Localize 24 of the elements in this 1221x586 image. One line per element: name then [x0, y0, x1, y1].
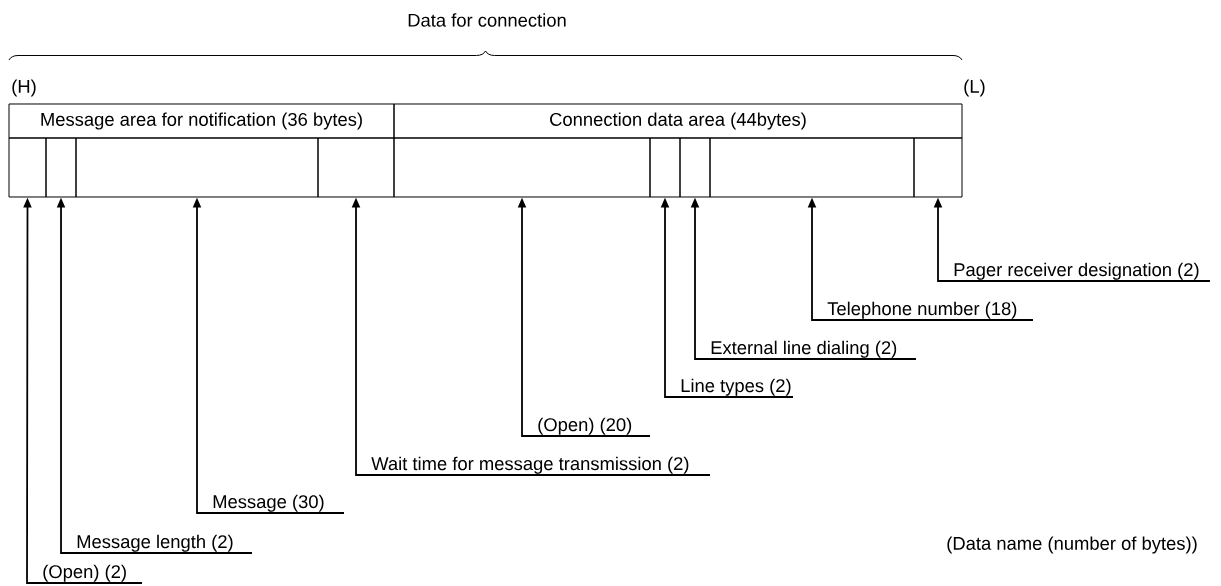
note: (Data name (number of bytes)) [947, 536, 1197, 554]
byte-field-cell [45, 137, 77, 198]
field-label: (Open) (20) [538, 417, 632, 435]
byte-field-cell [679, 137, 711, 198]
field-label: Pager receiver designation (2) [954, 262, 1199, 280]
field-label: External line dialing (2) [711, 340, 897, 358]
field-label: (Open) (2) [43, 564, 126, 582]
end-label: (L) [964, 79, 985, 97]
byte-field-cell [913, 137, 963, 198]
field-label: Wait time for message transmission (2) [371, 456, 689, 474]
byte-field-cell [317, 137, 395, 198]
field-label: Message length (2) [77, 534, 233, 552]
byte-field-cell [393, 137, 651, 198]
field-header-box: Connection data area (44bytes) [393, 103, 963, 139]
byte-field-cell [75, 137, 319, 198]
byte-field-cell [8, 137, 47, 198]
end-label: (H) [12, 79, 36, 97]
field-header-box: Message area for notification (36 bytes) [8, 103, 395, 139]
field-label: Line types (2) [681, 378, 791, 396]
field-label: Message (30) [213, 494, 324, 512]
field-label: Telephone number (18) [827, 301, 1017, 319]
byte-field-cell [709, 137, 915, 198]
byte-field-cell [649, 137, 681, 198]
brace-label: Data for connection [408, 13, 566, 27]
